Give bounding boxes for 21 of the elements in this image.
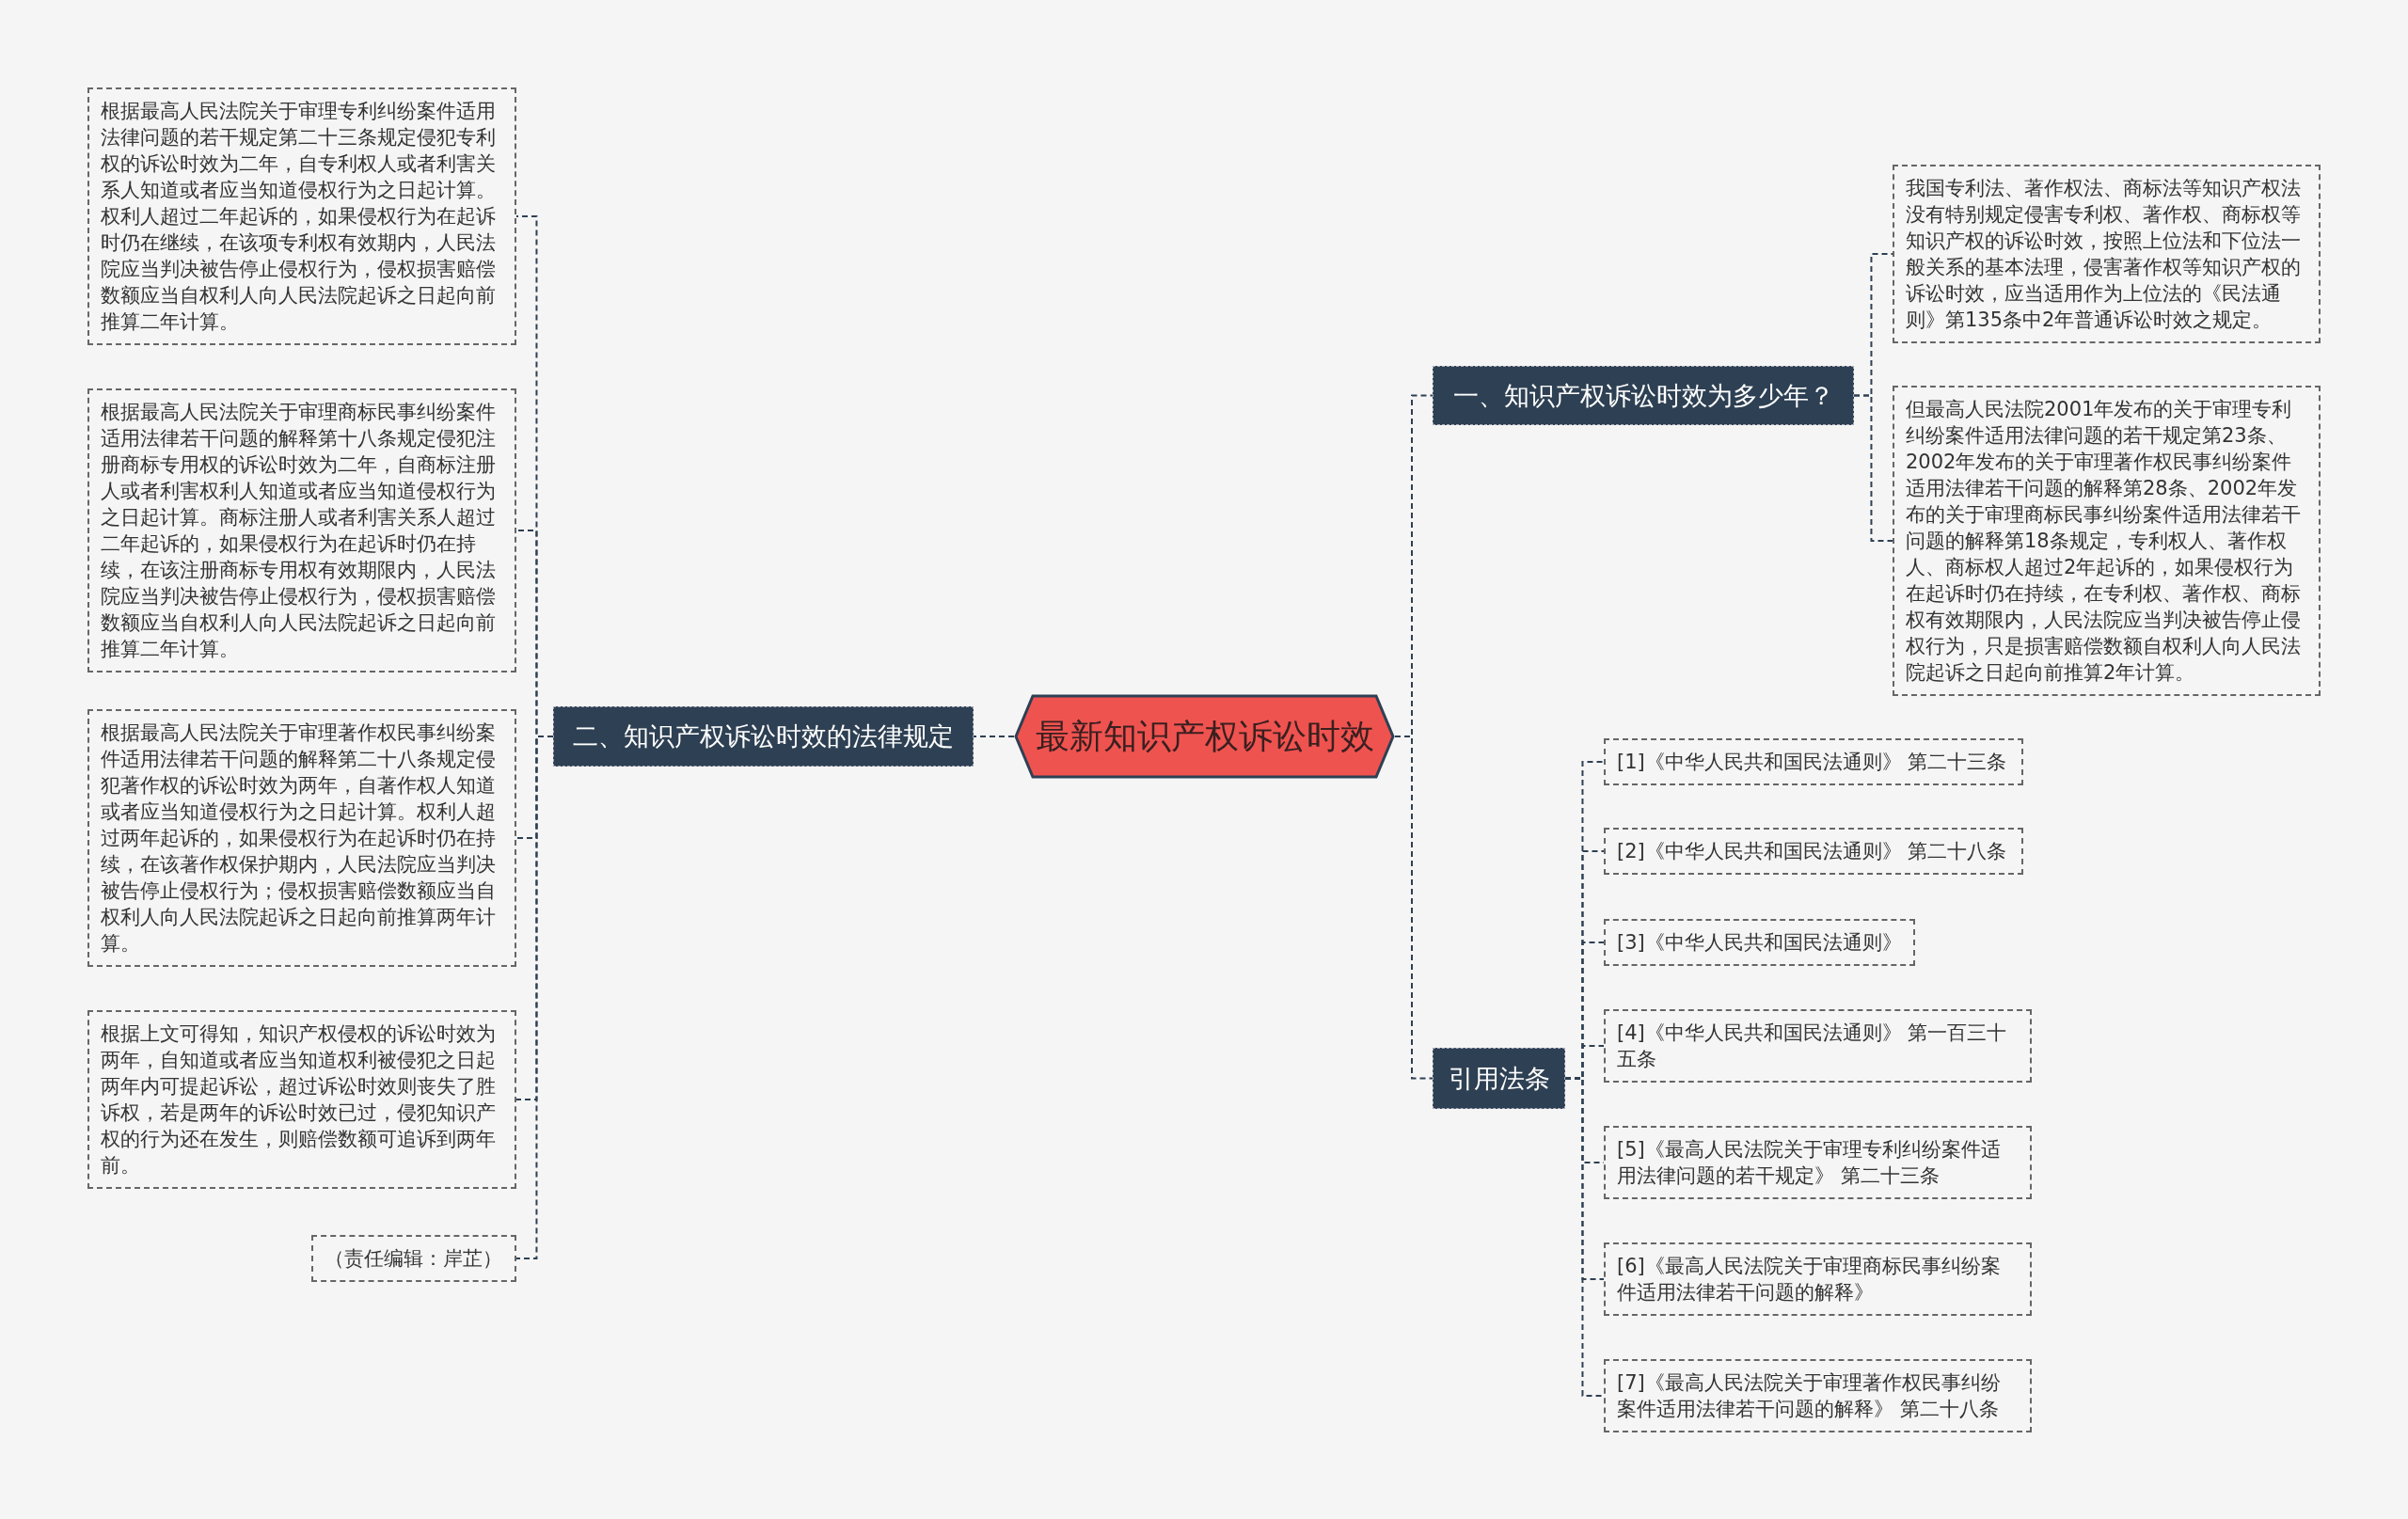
text-box: 但最高人民法院2001年发布的关于审理专利纠纷案件适用法律问题的若干规定第23条、2002年发布的关于审理著作权民事纠纷案件适用法律若干问题的解释第28条、2002年发布的关于审理商标民事纠纷案件适用法律若干问题的解释第18条规定，专利权人、著作权人、商标权人超过2年起诉的，如果侵权行为在起诉时仍在持续，在专利权、著作权、商标权有效期限内，人民法院应当判决被告停止侵权行为，只是损害赔偿数额自权利人向人民法院起诉之日起向前推算2年计算。 [1893, 386, 2321, 696]
text-box: 我国专利法、著作权法、商标法等知识产权法没有特别规定侵害专利权、著作权、商标权等知识产权的诉讼时效，按照上位法和下位法一般关系的基本法理，侵害著作权等知识产权的诉讼时效，应当适用作为上位法的《民法通则》第135条中2年普通诉讼时效之规定。 [1893, 165, 2321, 343]
text-box: [3]《中华人民共和国民法通则》 [1604, 919, 1915, 966]
text-box: （责任编辑：岸芷） [311, 1235, 516, 1282]
text-box: 根据最高人民法院关于审理专利纠纷案件适用法律问题的若干规定第二十三条规定侵犯专利权的诉讼时效为二年，自专利权人或者利害关系人知道或者应当知道侵权行为之日起计算。权利人超过二年起诉的，如果侵权行为在起诉时仍在继续，在该项专利权有效期内，人民法院应当判决被告停止侵权行为，侵权损害赔偿数额应当自权利人向人民法院起诉之日起向前推算二年计算。 [87, 87, 516, 345]
text-box: [7]《最高人民法院关于审理著作权民事纠纷案件适用法律若干问题的解释》 第二十八条 [1604, 1359, 2032, 1432]
text-box: 根据最高人民法院关于审理商标民事纠纷案件适用法律若干问题的解释第十八条规定侵犯注册商标专用权的诉讼时效为二年，自商标注册人或者利害权利人知道或者应当知道侵权行为之日起计算。商标注册人或者利害关系人超过二年起诉的，如果侵权行为在起诉时仍在持续，在该注册商标专用权有效期限内，人民法院应当判决被告停止侵权行为，侵权损害赔偿数额应当自权利人向人民法院起诉之日起向前推算二年计算。 [87, 388, 516, 672]
connector-line [1564, 1077, 1605, 1397]
topic-hexagon: 最新知识产权诉讼时效 [1014, 694, 1395, 779]
text-box: [2]《中华人民共和国民法通则》 第二十八条 [1604, 828, 2023, 875]
text-box: 根据上文可得知，知识产权侵权的诉讼时效为两年，自知道或者应当知道权利被侵犯之日起两年内可提起诉讼，超过诉讼时效则丧失了胜诉权，若是两年的诉讼时效已过，侵犯知识产权的行为还在发生，则赔偿数额可追诉到两年前。 [87, 1010, 516, 1189]
connector-line [973, 736, 1015, 737]
text-box: [6]《最高人民法院关于审理商标民事纠纷案件适用法律若干问题的解释》 [1604, 1242, 2032, 1316]
text-box: 根据最高人民法院关于审理著作权民事纠纷案件适用法律若干问题的解释第二十八条规定侵犯著作权的诉讼时效为两年，自著作权人知道或者应当知道侵权行为之日起计算。权利人超过两年起诉的，如果侵权行为在起诉时仍在持续，在该著作权保护期内，人民法院应当判决被告停止侵权行为；侵权损害赔偿数额应当自权利人向人民法院起诉之日起向前推算两年计算。 [87, 709, 516, 967]
branch-box: 二、知识产权诉讼时效的法律规定 [553, 706, 974, 767]
text-box: [5]《最高人民法院关于审理专利纠纷案件适用法律问题的若干规定》 第二十三条 [1604, 1126, 2032, 1199]
text-box: [4]《中华人民共和国民法通则》 第一百三十五条 [1604, 1009, 2032, 1083]
branch-box: 一、知识产权诉讼时效为多少年？ [1433, 366, 1854, 425]
branch-box: 引用法条 [1433, 1048, 1565, 1109]
connector-line [1853, 394, 1893, 542]
text-box: [1]《中华人民共和国民法通则》 第二十三条 [1604, 738, 2023, 785]
